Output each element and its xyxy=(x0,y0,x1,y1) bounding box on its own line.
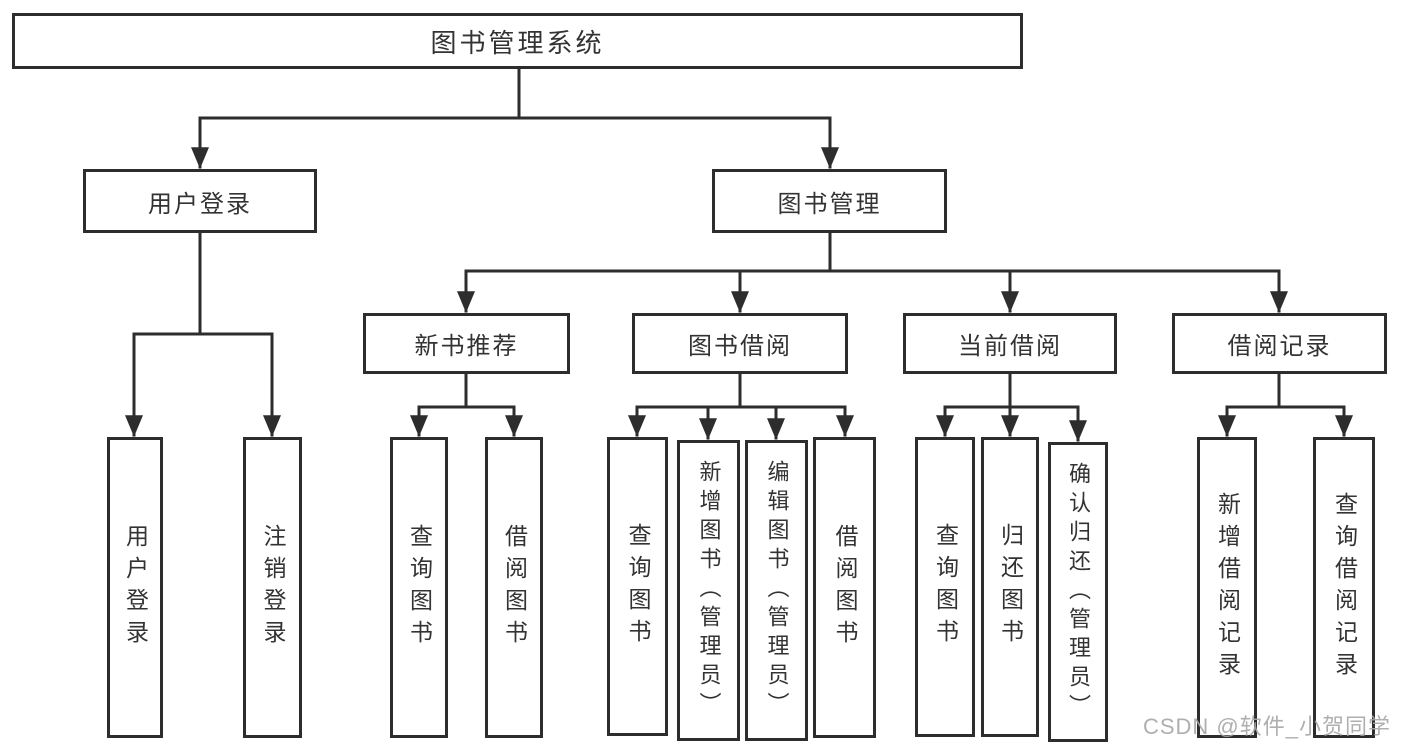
node-book-borrow: 图书借阅 xyxy=(632,313,848,374)
node-book-management: 图书管理 xyxy=(712,169,947,233)
leaf-label: 查询借阅记录 xyxy=(1331,491,1358,684)
leaf-label: 用户登录 xyxy=(122,523,149,652)
leaf-edit-books-admin: 编辑图书（管理员） xyxy=(745,440,808,741)
leaf-label: 查询图书 xyxy=(406,523,433,652)
leaf-label: 编辑图书（管理员） xyxy=(764,460,790,721)
leaf-label: 查询图书 xyxy=(932,523,959,651)
leaf-borrow-books-recommend: 借阅图书 xyxy=(485,437,543,738)
leaf-query-books-recommend: 查询图书 xyxy=(390,437,448,738)
leaf-label: 借阅图书 xyxy=(832,523,858,652)
leaf-label: 归还图书 xyxy=(997,523,1024,651)
leaf-query-books-current: 查询图书 xyxy=(915,437,975,737)
leaf-logout: 注销登录 xyxy=(243,437,302,738)
node-new-book-recommend: 新书推荐 xyxy=(363,313,570,374)
leaf-label: 注销登录 xyxy=(260,523,286,652)
node-borrow-records: 借阅记录 xyxy=(1172,313,1387,374)
leaf-label: 新增借阅记录 xyxy=(1214,491,1241,684)
leaf-user-login: 用户登录 xyxy=(107,437,163,738)
leaf-add-books-admin: 新增图书（管理员） xyxy=(677,440,740,741)
leaf-label: 借阅图书 xyxy=(501,523,528,652)
leaf-label: 新增图书（管理员） xyxy=(696,460,722,721)
leaf-label: 查询图书 xyxy=(625,522,651,651)
leaf-query-borrow-record: 查询借阅记录 xyxy=(1313,437,1375,738)
node-user-login: 用户登录 xyxy=(83,169,317,233)
leaf-borrow-books: 借阅图书 xyxy=(813,437,876,738)
leaf-add-borrow-record: 新增借阅记录 xyxy=(1197,437,1257,738)
leaf-label: 确认归还（管理员） xyxy=(1066,461,1091,723)
node-current-borrow: 当前借阅 xyxy=(903,313,1117,374)
leaf-query-books-borrow: 查询图书 xyxy=(607,437,668,736)
leaf-confirm-return-admin: 确认归还（管理员） xyxy=(1048,442,1108,742)
leaf-return-books: 归还图书 xyxy=(981,437,1039,737)
node-library-management-system: 图书管理系统 xyxy=(12,13,1023,69)
